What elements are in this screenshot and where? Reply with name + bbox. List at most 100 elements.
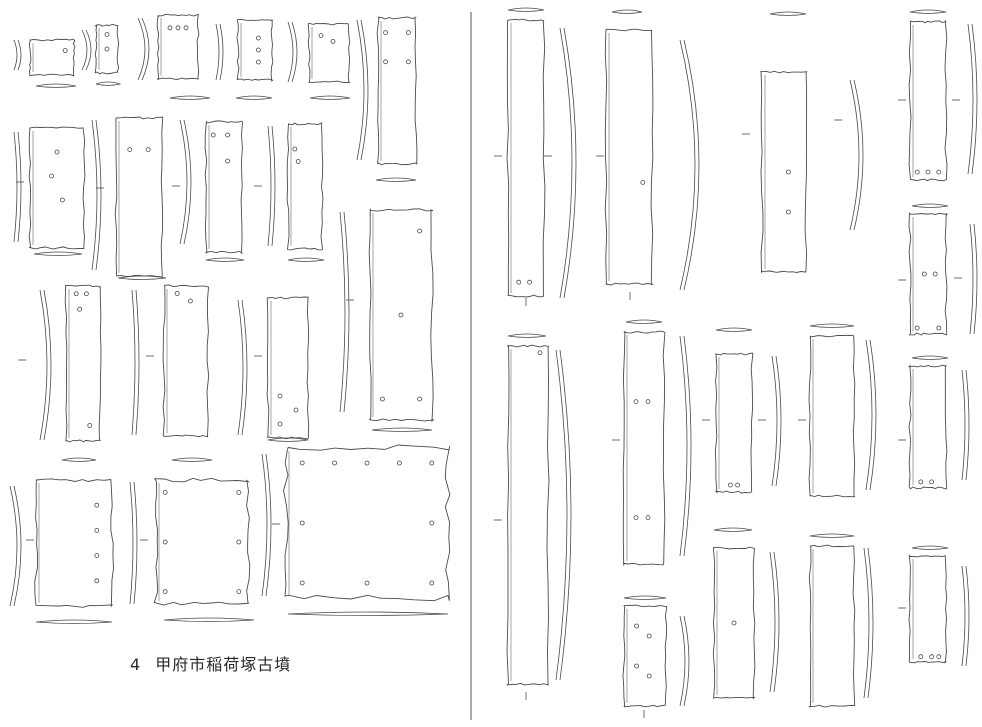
right-plate-6-rivet-hole-0	[537, 350, 543, 356]
left-plate-6-rivet-hole-0	[383, 30, 389, 35]
left-side-view-14	[237, 299, 244, 436]
right-side-view-13-inner	[867, 547, 874, 699]
left-side-view-11-inner	[343, 211, 350, 413]
left-plate-11	[368, 208, 435, 423]
right-side-view-6	[555, 349, 568, 681]
right-side-view-9	[865, 339, 873, 491]
left-top-view-7	[33, 251, 83, 256]
left-plate-14-rivet-hole-0	[277, 393, 283, 399]
left-top-view-9	[205, 257, 245, 262]
left-side-view-3	[137, 17, 146, 81]
right-plate-2	[604, 28, 654, 286]
right-side-view-10	[961, 369, 966, 481]
left-plate-7	[28, 126, 86, 250]
left-plate-6	[376, 16, 418, 166]
right-plate-2-rivet-hole-0	[640, 179, 646, 185]
left-side-view-14-inner	[241, 299, 248, 436]
left-plate-9-rivet-hole-2	[225, 158, 231, 164]
right-plate-10-rivet-hole-0	[918, 479, 924, 485]
right-plate-10-rivet-hole-1	[929, 479, 934, 485]
right-plate-8	[714, 352, 754, 494]
right-side-view-3	[849, 79, 860, 231]
right-plate-5-rivet-hole-2	[914, 325, 920, 331]
left-top-view-11	[371, 427, 433, 432]
right-plate-14-rivet-hole-0	[918, 654, 924, 660]
right-plate-7-rivet-hole-2	[633, 515, 639, 520]
left-plate-15	[34, 478, 114, 608]
right-plate-10	[908, 364, 948, 490]
left-plate-10-rivet-hole-1	[295, 159, 301, 164]
right-top-view-14	[911, 545, 949, 550]
left-plate-5-rivet-hole-0	[318, 33, 324, 38]
right-plate-5	[908, 212, 948, 336]
left-plate-4-rivet-hole-2	[255, 59, 261, 65]
right-plate-14-rivet-hole-2	[936, 654, 942, 660]
left-plate-17-rivet-hole-9	[429, 580, 435, 586]
left-plate-17-rivet-hole-0	[299, 460, 305, 466]
left-top-view-3	[169, 95, 211, 100]
left-side-view-10	[267, 125, 272, 247]
left-plate-13-rivet-hole-1	[187, 298, 193, 304]
right-top-view-10	[911, 355, 949, 360]
left-plate-8-rivet-hole-0	[127, 147, 133, 153]
left-side-view-9-inner	[183, 119, 192, 245]
left-top-view-10	[287, 257, 325, 262]
left-plate-9-rivet-hole-1	[225, 132, 231, 138]
left-side-view-2	[81, 29, 88, 71]
right-plate-3-rivet-hole-0	[786, 169, 791, 175]
left-plate-5	[307, 22, 351, 84]
right-plate-3-rivet-hole-1	[786, 209, 791, 215]
left-top-view-16	[163, 617, 255, 622]
left-plate-11-rivet-hole-3	[417, 396, 423, 402]
right-top-view-3	[769, 11, 807, 16]
left-side-view-8-inner	[95, 119, 102, 271]
right-plate-4-rivet-hole-1	[925, 169, 931, 175]
right-plate-5-rivet-hole-1	[932, 271, 938, 277]
right-plate-3	[760, 70, 808, 274]
right-plate-11	[622, 604, 668, 708]
left-plate-6-rivet-hole-3	[405, 59, 411, 65]
left-plate-9	[204, 120, 244, 254]
left-side-view-16	[129, 481, 134, 605]
right-plate-14-rivet-hole-1	[929, 654, 934, 660]
right-plate-11-rivet-hole-3	[646, 673, 652, 679]
left-plate-7-rivet-hole-0	[54, 149, 60, 155]
right-top-view-2	[611, 9, 643, 14]
right-top-view-8	[715, 327, 753, 332]
left-plate-17-rivet-hole-7	[299, 580, 305, 586]
right-plate-6	[506, 344, 550, 686]
left-plate-11-rivet-hole-1	[398, 312, 404, 318]
right-side-view-14-inner	[965, 565, 970, 667]
right-side-view-11	[679, 615, 686, 707]
left-plate-6-rivet-hole-1	[405, 30, 411, 35]
right-plate-1-rivet-hole-0	[516, 279, 522, 285]
left-plate-15-rivet-hole-0	[94, 502, 100, 508]
right-side-view-1	[559, 27, 573, 299]
left-plate-2-rivet-hole-1	[104, 46, 110, 52]
left-side-view-9	[179, 119, 188, 245]
left-plate-3-rivet-hole-2	[183, 25, 189, 31]
left-top-view-2	[95, 81, 122, 86]
left-plate-2	[93, 23, 120, 75]
left-side-view-15	[9, 485, 18, 607]
left-side-view-11	[339, 211, 346, 413]
right-plate-12	[712, 546, 756, 700]
left-plate-8-rivet-hole-1	[145, 147, 151, 153]
right-plate-8-rivet-hole-1	[735, 482, 740, 488]
left-side-view-17	[261, 453, 268, 597]
left-plate-16-rivet-hole-4	[162, 589, 168, 594]
right-plate-4-rivet-hole-0	[914, 169, 920, 175]
left-side-view-17-inner	[265, 453, 272, 597]
left-top-view-4	[235, 95, 273, 100]
right-plate-8-rivet-hole-0	[728, 482, 733, 488]
right-side-view-8	[771, 355, 778, 487]
left-top-view-15	[35, 619, 113, 624]
left-plate-4	[236, 18, 274, 82]
left-plate-16	[153, 477, 251, 606]
right-top-view-11	[623, 595, 667, 600]
left-plate-14-rivet-hole-2	[277, 421, 283, 427]
left-side-view-3-inner	[141, 17, 150, 81]
right-plate-5-rivet-hole-3	[936, 325, 942, 331]
right-plate-1	[506, 18, 546, 298]
